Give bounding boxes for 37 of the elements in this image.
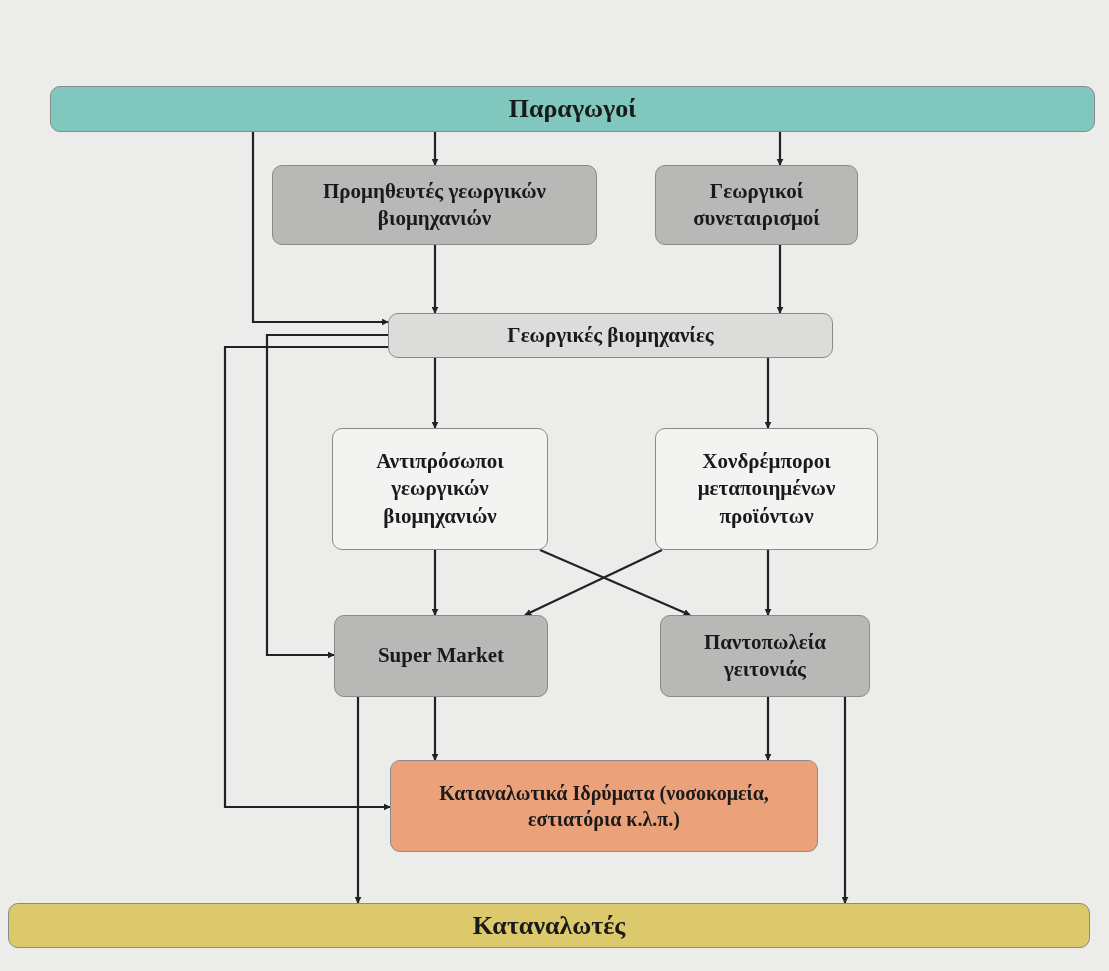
arrow <box>764 697 772 761</box>
process-box <box>388 313 833 358</box>
arrow <box>431 550 439 616</box>
process-box <box>332 428 548 550</box>
producers-band <box>50 86 1095 132</box>
process-box <box>660 615 870 697</box>
arrow <box>776 132 784 166</box>
arrow <box>431 358 439 429</box>
node-label: Super Market <box>377 642 505 670</box>
arrow <box>223 345 391 811</box>
arrow <box>776 245 784 314</box>
process-box <box>272 165 597 245</box>
node-label: Καταναλωτές <box>472 909 626 942</box>
node-label: Γεωργικοί συνεταιρισμοί <box>692 177 821 232</box>
arrow <box>431 132 439 166</box>
node-label: Παντοπωλεία γειτονιάς <box>703 628 827 683</box>
node-label: Αντιπρόσωποι γεωργικών βιομηχανιών <box>375 448 505 530</box>
node-label: Προμηθευτές γεωργικών βιομηχανιών <box>322 177 547 232</box>
arrow <box>265 333 388 659</box>
arrow <box>354 697 362 904</box>
node-label: Καταναλωτικά Ιδρύματα (νοσοκομεία, εστιατόρια κ.λ.π.) <box>438 781 770 832</box>
arrow <box>251 132 389 326</box>
arrow <box>841 697 849 904</box>
arrow <box>431 697 439 761</box>
process-box <box>655 428 878 550</box>
arrow <box>431 245 439 314</box>
arrow <box>764 358 772 429</box>
node-label: Γεωργικές βιομηχανίες <box>507 321 714 349</box>
process-box <box>390 760 818 852</box>
process-box <box>334 615 548 697</box>
arrow <box>524 549 663 616</box>
consumers-band <box>8 903 1090 948</box>
process-box <box>655 165 858 245</box>
arrow <box>539 549 691 616</box>
node-label: Χονδρέμποροι μεταποιημένων προϊόντων <box>696 448 837 530</box>
node-label: Παραγωγοί <box>508 93 637 126</box>
arrow <box>764 550 772 616</box>
